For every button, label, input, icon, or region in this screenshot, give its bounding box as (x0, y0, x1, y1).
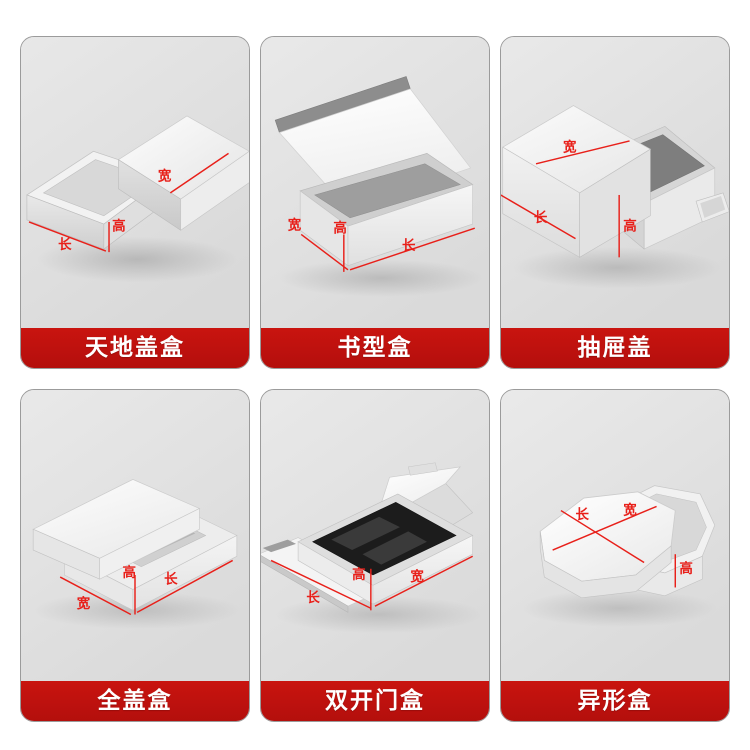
dim-label-length: 长 (402, 237, 416, 254)
dim-label-length: 长 (306, 589, 320, 606)
card-image-shu-xing-he: 宽 高 长 (261, 37, 489, 328)
card-image-quan-gai-he: 宽 高 长 (21, 390, 249, 681)
card-banner-shu-xing-he: 书型盒 (261, 328, 489, 368)
card-label-quan-gai-he: 全盖盒 (97, 688, 173, 714)
card-banner-tiandi-gai-he: 天地盖盒 (21, 328, 249, 368)
card-label-chou-ti-gai: 抽屉盖 (577, 335, 653, 361)
card-quan-gai-he[interactable]: 宽 高 长 全盖盒 (20, 389, 250, 722)
card-banner-yi-xing-he: 异形盒 (501, 681, 729, 721)
card-image-yi-xing-he: 长 宽 高 (501, 390, 729, 681)
card-chou-ti-gai[interactable]: 宽 长 高 抽屉盖 (500, 36, 730, 369)
dim-label-width: 宽 (563, 138, 577, 155)
dim-label-width: 宽 (288, 216, 302, 233)
card-yi-xing-he[interactable]: 长 宽 高 异形盒 (500, 389, 730, 722)
card-label-tiandi-gai-he: 天地盖盒 (85, 335, 185, 361)
dim-label-width: 宽 (77, 595, 91, 612)
card-image-chou-ti-gai: 宽 长 高 (501, 37, 729, 328)
dim-label-height: 高 (112, 217, 126, 234)
card-shuang-kai-men-he[interactable]: 长 高 宽 双开门盒 (260, 389, 490, 722)
dim-label-length: 长 (576, 506, 590, 523)
dim-label-height: 高 (123, 564, 136, 581)
card-banner-shuang-kai-men-he: 双开门盒 (261, 681, 489, 721)
card-label-shuang-kai-men-he: 双开门盒 (325, 688, 425, 714)
card-label-shu-xing-he: 书型盒 (337, 335, 413, 361)
dim-label-height: 高 (679, 560, 693, 577)
card-shu-xing-he[interactable]: 宽 高 长 书型盒 (260, 36, 490, 369)
dim-label-width: 宽 (158, 167, 172, 184)
card-tiandi-gai-he[interactable]: 宽 长 高 天地盖盒 (20, 36, 250, 369)
dim-label-width: 宽 (623, 502, 637, 519)
dim-label-length: 长 (58, 236, 72, 253)
dim-label-height: 高 (333, 219, 347, 236)
card-label-yi-xing-he: 异形盒 (577, 688, 653, 714)
card-image-tiandi-gai-he: 宽 长 高 (21, 37, 249, 328)
dim-label-height: 高 (352, 566, 366, 583)
dim-label-width: 宽 (410, 568, 424, 585)
dim-label-length: 长 (164, 570, 178, 587)
card-image-shuang-kai-men-he: 长 高 宽 (261, 390, 489, 681)
dim-label-length: 长 (534, 209, 548, 226)
dim-label-height: 高 (623, 217, 637, 234)
card-banner-quan-gai-he: 全盖盒 (21, 681, 249, 721)
card-banner-chou-ti-gai: 抽屉盖 (501, 328, 729, 368)
